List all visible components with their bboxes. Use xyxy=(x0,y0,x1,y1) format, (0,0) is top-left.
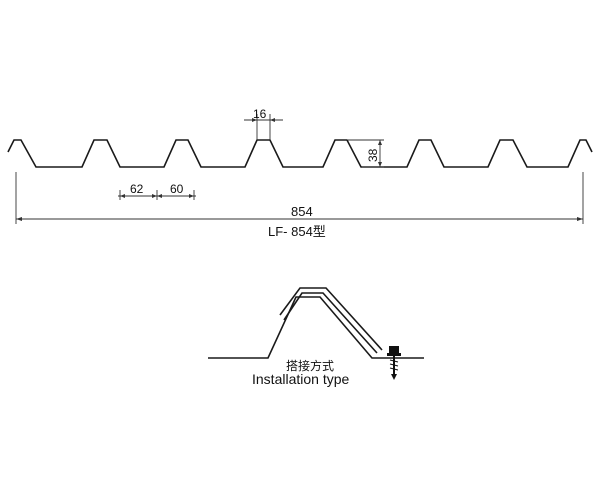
dimension-rib-pitch-label: 60 xyxy=(170,182,184,196)
upper-sheet-line xyxy=(279,287,383,351)
dimension-rib: 62 60 xyxy=(118,182,196,200)
dimension-rib-bottom-label: 62 xyxy=(130,182,144,196)
installation-title-en: Installation type xyxy=(252,371,349,387)
dimension-cover-width-label: 854 xyxy=(291,204,313,219)
dimension-height-label: 38 xyxy=(366,148,380,162)
panel-profile-line xyxy=(7,139,593,168)
model-label: LF- 854型 xyxy=(268,224,326,239)
dimension-cover-width: 854 xyxy=(15,172,584,224)
dimension-height: 38 xyxy=(348,139,384,168)
panel-profile xyxy=(7,139,593,168)
installation-title-cn: 搭接方式 xyxy=(286,358,334,373)
lower-sheet-line xyxy=(208,296,424,359)
dimension-top-flange: 16 xyxy=(244,107,283,140)
installation-detail: 搭接方式 Installation type xyxy=(208,287,424,387)
screw-icon xyxy=(387,346,401,380)
upper-sheet-inner-line xyxy=(283,292,378,354)
dimension-top-flange-label: 16 xyxy=(253,107,267,121)
